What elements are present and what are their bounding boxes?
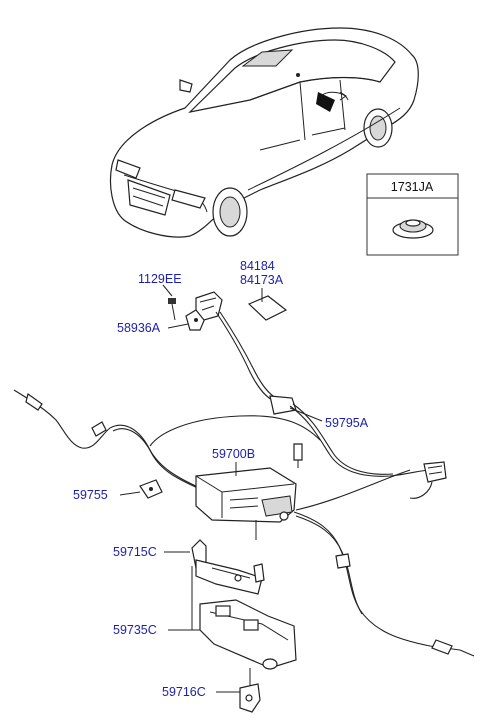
label-59755: 59755: [73, 488, 108, 502]
car-illustration: [109, 27, 419, 238]
label-59715c: 59715C: [113, 545, 157, 559]
connector-small: [293, 443, 303, 468]
label-84173a: 84173A: [240, 273, 284, 287]
inset-box-1731ja: 1731JA: [366, 173, 459, 256]
label-1731ja: 1731JA: [391, 180, 434, 194]
label-58936a: 58936A: [117, 321, 161, 335]
label-59735c: 59735C: [113, 623, 157, 637]
connector-right: [423, 461, 447, 483]
actuator-59700b: [195, 467, 297, 523]
left-brake-cable: [13, 389, 203, 491]
part-59716c-bracket: [239, 668, 261, 713]
label-59795a: 59795A: [325, 416, 369, 430]
part-1129ee-bolt: [168, 298, 176, 321]
label-59700b: 59700B: [212, 447, 255, 461]
label-84184: 84184: [240, 259, 275, 273]
label-1129ee: 1129EE: [138, 272, 182, 286]
part-59735c-bracket: [199, 599, 297, 670]
part-59795a-clip: [269, 395, 297, 415]
part-59755-clip: [139, 479, 163, 499]
right-brake-cable: [293, 469, 475, 657]
part-84173a-pad: [247, 288, 288, 321]
part-59715c-bracket: [191, 539, 265, 595]
label-59716c: 59716C: [162, 685, 206, 699]
